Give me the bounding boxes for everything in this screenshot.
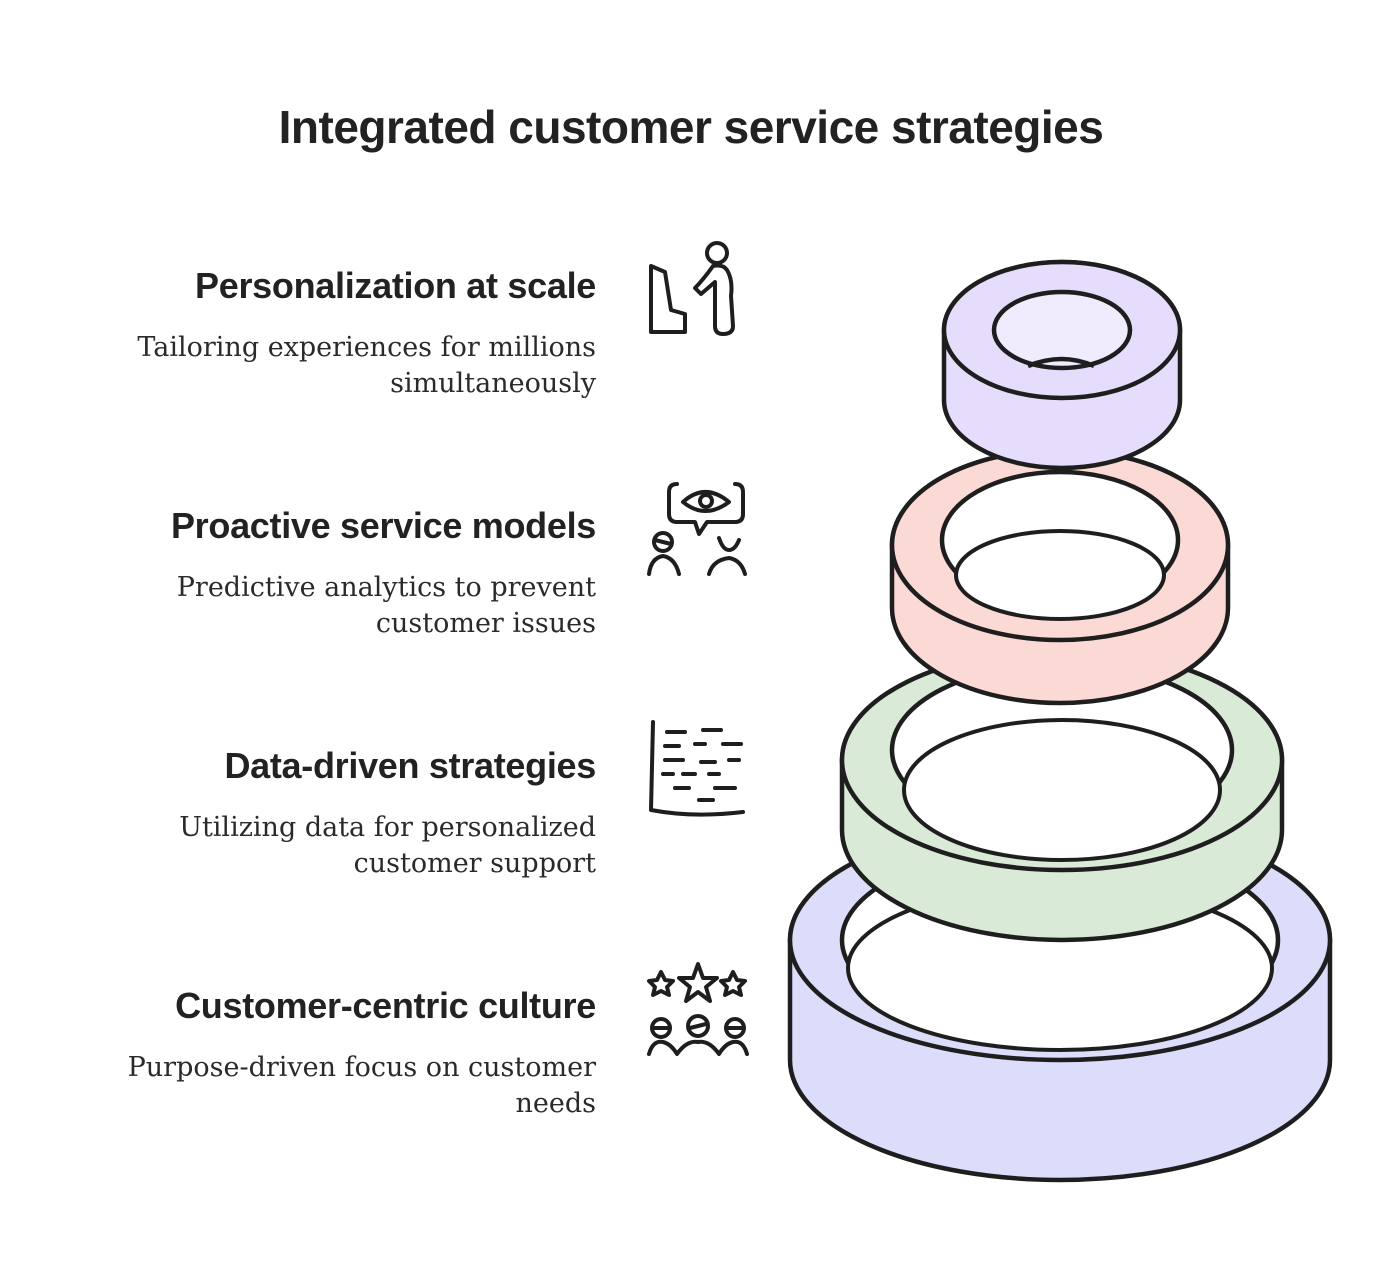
ring-data-driven xyxy=(839,647,1285,943)
item-heading: Data-driven strategies xyxy=(224,745,596,786)
item-proactive: Proactive service models Predictive anal… xyxy=(0,504,596,642)
ring-stack-diagram xyxy=(780,250,1350,1200)
item-description-line: simultaneously xyxy=(390,368,596,399)
diagram-title: Integrated customer service strategies xyxy=(278,101,1104,153)
item-description-line: customer support xyxy=(353,848,596,879)
item-description: Utilizing data for personalized customer… xyxy=(0,810,596,882)
ring-proactive xyxy=(889,447,1231,706)
item-description-line: Tailoring experiences for millions xyxy=(137,332,596,363)
item-description-line: needs xyxy=(515,1088,597,1119)
stars-people-icon xyxy=(643,954,753,1064)
item-description: Purpose-driven focus on customer needs xyxy=(0,1050,596,1122)
item-heading: Customer-centric culture xyxy=(175,985,596,1026)
item-description-line: Predictive analytics to prevent xyxy=(176,572,596,603)
item-description: Predictive analytics to prevent customer… xyxy=(0,570,596,642)
item-description-line: Utilizing data for personalized xyxy=(179,812,596,843)
item-customer-centric: Customer-centric culture Purpose-driven … xyxy=(0,984,597,1122)
item-personalization: Personalization at scale Tailoring exper… xyxy=(0,264,596,402)
eye-speech-bubble-people-icon xyxy=(643,474,753,584)
ring-personalization xyxy=(941,259,1183,471)
item-description: Tailoring experiences for millions simul… xyxy=(0,330,596,402)
item-description-line: Purpose-driven focus on customer xyxy=(127,1052,596,1083)
item-heading: Proactive service models xyxy=(170,505,596,546)
person-presenting-icon xyxy=(643,236,753,346)
item-description-line: customer issues xyxy=(375,608,596,639)
item-heading: Personalization at scale xyxy=(195,265,596,306)
item-data-driven: Data-driven strategies Utilizing data fo… xyxy=(0,744,596,882)
data-list-icon xyxy=(643,714,753,824)
